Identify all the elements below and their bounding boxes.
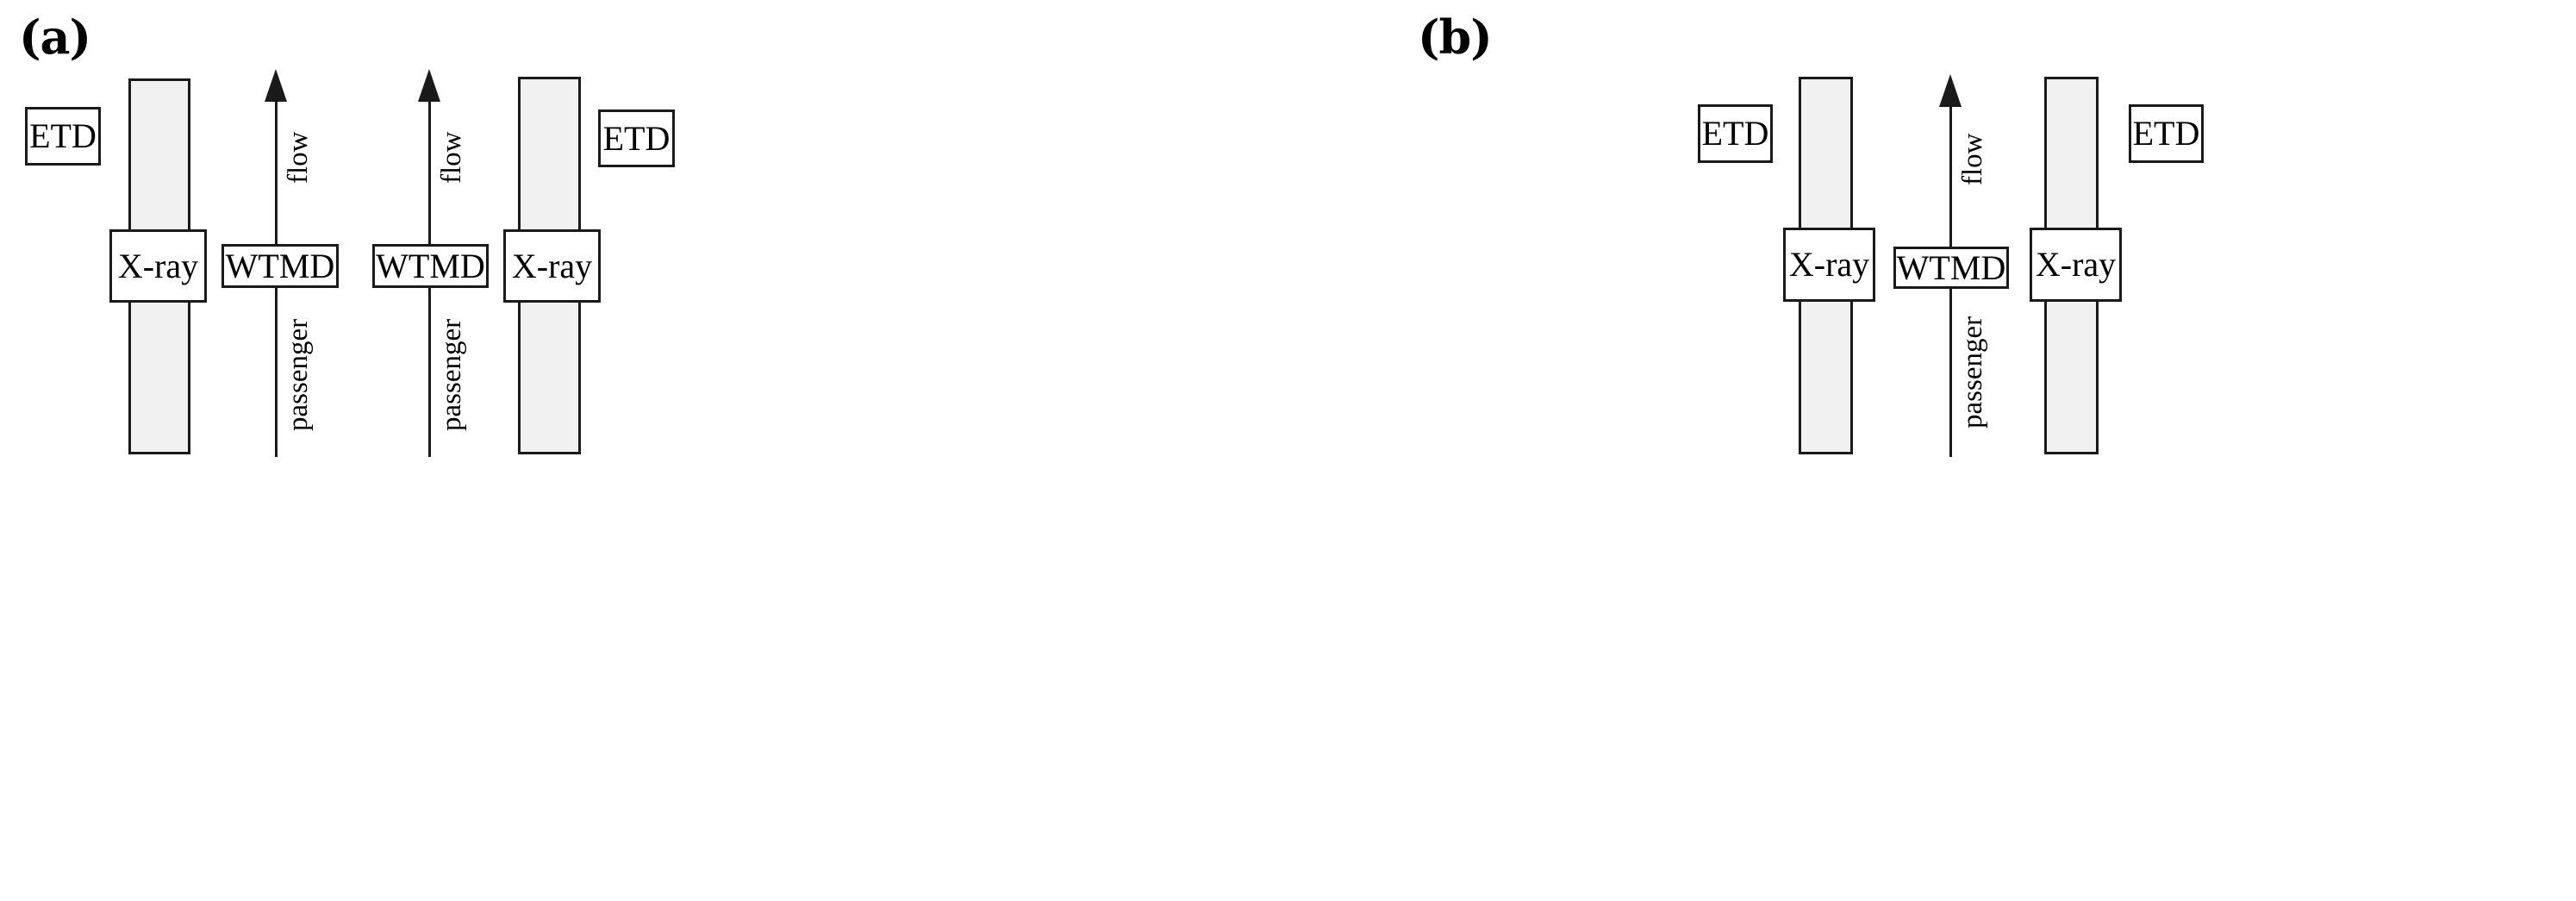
etd-label-left-b: ETD — [1701, 114, 1769, 153]
etd-label-right-a: ETD — [602, 118, 671, 158]
xray-box-right-b[interactable]: X-ray — [2030, 228, 2122, 302]
wtmd-label-right-a: WTMD — [376, 246, 485, 285]
etd-box-left-a[interactable]: ETD — [25, 107, 101, 166]
panel-b: (b) ETD ETD X-ray X-ray flow passenger — [1344, 0, 2576, 901]
xray-box-right-a[interactable]: X-ray — [503, 229, 601, 303]
etd-box-left-b[interactable]: ETD — [1698, 104, 1773, 163]
passenger-caption-b: passenger — [1957, 313, 1988, 431]
wtmd-label-left-a: WTMD — [225, 246, 335, 285]
xray-label-right-a: X-ray — [511, 246, 593, 285]
passenger-caption-left-a: passenger — [283, 316, 314, 434]
etd-box-right-b[interactable]: ETD — [2129, 104, 2204, 163]
xray-box-left-a[interactable]: X-ray — [109, 229, 207, 303]
etd-label-left-a: ETD — [29, 116, 97, 155]
xray-label-left-a: X-ray — [117, 246, 199, 285]
wtmd-box-b[interactable]: WTMD — [1893, 247, 2009, 289]
flow-caption-b: flow — [1957, 130, 1988, 188]
wtmd-label-b: WTMD — [1896, 247, 2006, 287]
panel-b-label: (b) — [1418, 9, 1493, 65]
etd-label-right-b: ETD — [2132, 114, 2200, 153]
wtmd-box-right-a[interactable]: WTMD — [372, 244, 489, 288]
flow-caption-right-a: flow — [436, 128, 467, 186]
panel-a-label: (a) — [19, 9, 91, 65]
passenger-caption-right-a: passenger — [436, 316, 467, 434]
xray-label-right-b: X-ray — [2035, 245, 2117, 284]
panel-a: (a) ETD ETD X-ray X-ray flow passenger — [19, 9, 675, 457]
flow-caption-left-a: flow — [283, 128, 314, 186]
xray-label-left-b: X-ray — [1788, 245, 1870, 284]
wtmd-box-left-a[interactable]: WTMD — [221, 244, 339, 288]
etd-box-right-a[interactable]: ETD — [598, 109, 675, 167]
xray-box-left-b[interactable]: X-ray — [1783, 228, 1875, 302]
